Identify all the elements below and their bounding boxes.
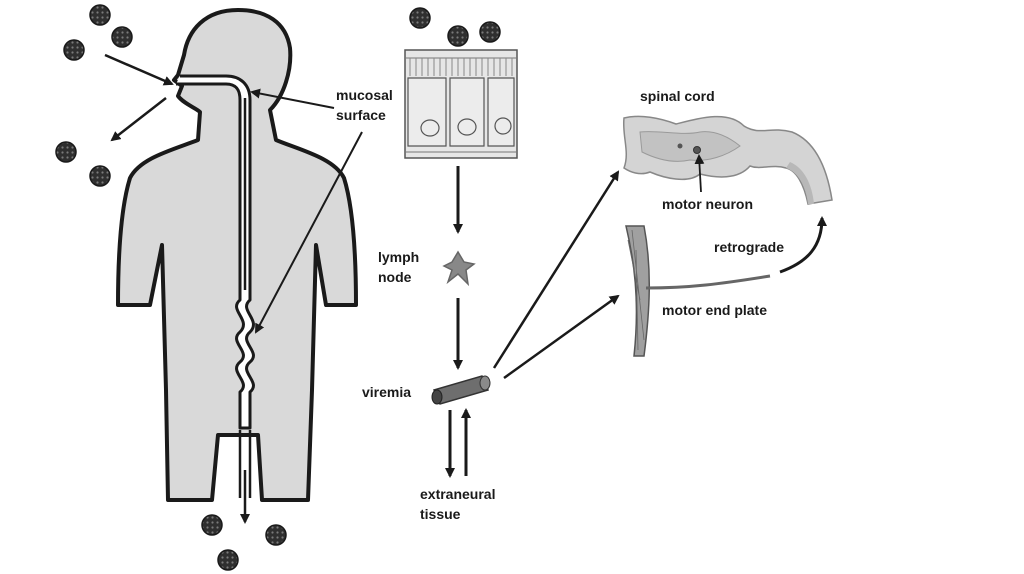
virus-particle	[90, 5, 110, 25]
viremia-virus-capsule	[432, 376, 490, 404]
label-motor-neuron: motor neuron	[662, 196, 753, 212]
label-viremia: viremia	[362, 384, 411, 400]
virus-particle	[266, 525, 286, 545]
spinal-cord-illustration	[624, 116, 832, 204]
virus-particle	[90, 166, 110, 186]
virus-particle	[64, 40, 84, 60]
label-mucosal-surface-line1: mucosal	[336, 87, 393, 103]
virus-particle	[480, 22, 500, 42]
label-mucosal-surface-line2: surface	[336, 107, 386, 123]
viremia-to-spinal-cord-arrow	[494, 172, 618, 368]
label-lymph-node-line2: node	[378, 269, 412, 285]
label-lymph-node-line1: lymph	[378, 249, 419, 265]
virus-particle	[448, 26, 468, 46]
lymph-node-cell	[444, 252, 474, 284]
label-retrograde: retrograde	[714, 239, 784, 255]
label-extraneural-tissue-line1: extraneural	[420, 486, 495, 502]
label-spinal-cord: spinal cord	[640, 88, 715, 104]
virus-particle	[56, 142, 76, 162]
virus-particle	[112, 27, 132, 47]
ingestion-arrow	[105, 55, 172, 84]
virus-particle	[410, 8, 430, 28]
mucosal-epithelium-illustration	[405, 50, 517, 158]
label-motor-end-plate: motor end plate	[662, 302, 767, 318]
label-extraneural-tissue-line2: tissue	[420, 506, 461, 522]
virus-particle	[202, 515, 222, 535]
viremia-to-muscle-arrow	[504, 296, 618, 378]
retrograde-transport-arrow	[780, 218, 822, 272]
virus-particle	[218, 550, 238, 570]
exhalation-arrow	[112, 98, 166, 140]
